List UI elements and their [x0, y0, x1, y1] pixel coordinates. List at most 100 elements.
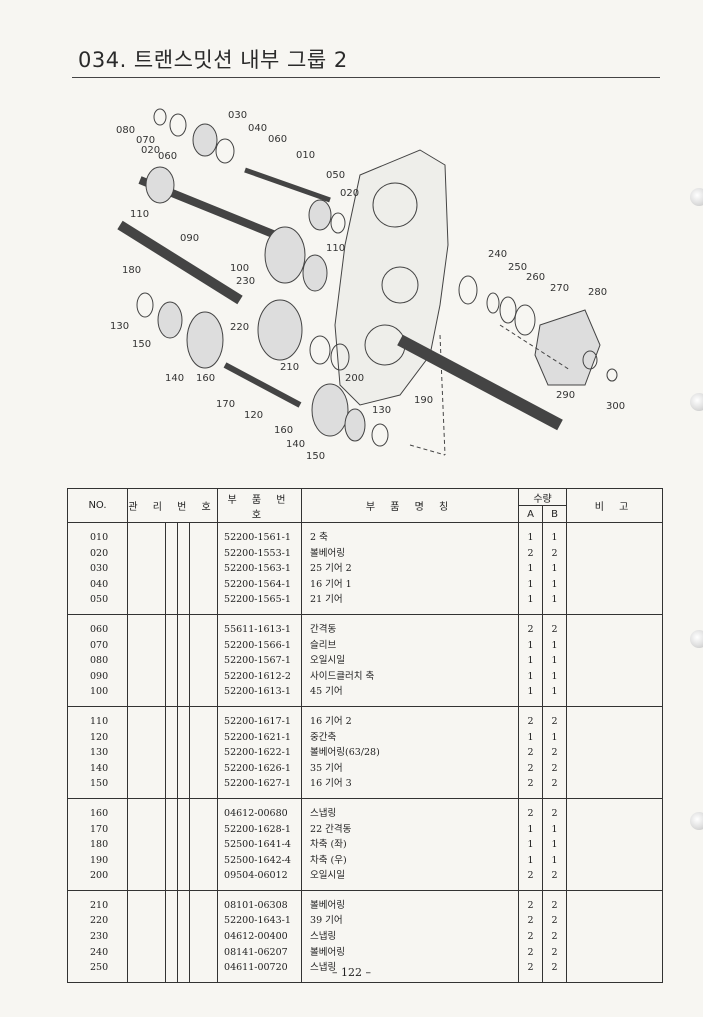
part-name: 16 기어 3	[301, 776, 520, 792]
part-name: 35 기어	[301, 760, 520, 777]
part-number-index: 100	[67, 684, 128, 700]
part-number-index: 020	[67, 545, 128, 562]
qty-b: 1	[542, 576, 568, 593]
callout: 130	[372, 405, 391, 416]
qty-b: 2	[542, 776, 568, 792]
part-name: 22 간격동	[301, 821, 520, 838]
mgmt-no-cell	[177, 668, 190, 685]
part-number-index: 050	[67, 592, 128, 608]
mgmt-no-cell	[188, 805, 219, 822]
qty-a: 2	[518, 913, 544, 930]
mgmt-no-cell	[177, 776, 190, 792]
mgmt-no-cell	[177, 545, 190, 562]
mgmt-no-cell	[188, 821, 219, 838]
header-part-name: 부 품 명 칭	[301, 488, 520, 523]
part-name: 오일시일	[301, 653, 520, 669]
punch-hole	[690, 630, 703, 648]
mgmt-no-cell	[188, 913, 219, 930]
callout: 030	[228, 110, 247, 121]
mgmt-no-cell	[177, 837, 190, 853]
part-number-index: 040	[67, 576, 128, 593]
callout: 140	[165, 373, 184, 384]
mgmt-no-cell	[165, 713, 178, 730]
mgmt-no-cell	[177, 637, 190, 654]
remarks	[566, 576, 664, 593]
gear-140b	[311, 383, 349, 437]
mgmt-no-cell	[165, 668, 178, 685]
part-name: 차축 (좌)	[301, 837, 520, 853]
part-name: 슬리브	[301, 637, 520, 654]
part-number-index: 240	[67, 944, 128, 961]
qty-a: 1	[518, 653, 544, 669]
mgmt-no-cell	[188, 960, 219, 976]
qty-a: 1	[518, 837, 544, 853]
qty-b: 2	[542, 545, 568, 562]
callout: 170	[216, 399, 235, 410]
part-name: 중간축	[301, 729, 520, 746]
remarks	[566, 530, 664, 546]
part-code: 52200-1617-1	[217, 713, 303, 730]
mgmt-no-cell	[165, 913, 178, 930]
header-part-no: 부 품 번 호	[217, 488, 303, 523]
mgmt-no-cell	[127, 745, 166, 761]
mgmt-no-cell	[127, 668, 166, 685]
qty-b: 2	[542, 621, 568, 638]
part-code: 52200-1612-2	[217, 668, 303, 685]
part-code: 52200-1643-1	[217, 913, 303, 930]
mgmt-no-cell	[127, 760, 166, 777]
exploded-parts-diagram: 080 070 020 060 030 040 060 010 050 020 …	[110, 108, 625, 462]
qty-a: 2	[518, 745, 544, 761]
mgmt-no-cell	[127, 592, 166, 608]
part-number-index: 140	[67, 760, 128, 777]
gear-220	[257, 299, 303, 361]
part-number-index: 160	[67, 805, 128, 822]
mgmt-no-cell	[188, 713, 219, 730]
part-number-index: 060	[67, 621, 128, 638]
part-code: 52200-1566-1	[217, 637, 303, 654]
qty-b: 1	[542, 852, 568, 869]
qty-b: 2	[542, 944, 568, 961]
part-name: 차축 (우)	[301, 852, 520, 869]
mgmt-no-cell	[177, 929, 190, 945]
mgmt-no-cell	[177, 760, 190, 777]
mgmt-no-cell	[165, 852, 178, 869]
mgmt-no-cell	[127, 637, 166, 654]
mgmt-no-cell	[177, 805, 190, 822]
page-number: – 122 –	[332, 966, 371, 979]
shaft-010	[244, 167, 331, 203]
callout: 010	[296, 150, 315, 161]
callout: 110	[130, 209, 149, 220]
mgmt-no-cell	[177, 653, 190, 669]
part-name: 볼베어링	[301, 944, 520, 961]
mgmt-no-cell	[177, 852, 190, 869]
qty-b: 1	[542, 530, 568, 546]
part-number-index: 170	[67, 821, 128, 838]
qty-a: 1	[518, 530, 544, 546]
callout: 150	[306, 451, 325, 462]
gear-150	[157, 301, 183, 339]
housing-bore	[381, 266, 419, 304]
mgmt-no-cell	[188, 576, 219, 593]
callout: 260	[526, 272, 545, 283]
qty-a: 2	[518, 760, 544, 777]
mgmt-no-cell	[177, 745, 190, 761]
mgmt-no-cell	[165, 805, 178, 822]
callout: 270	[550, 283, 569, 294]
part-number-index: 120	[67, 729, 128, 746]
part-name: 25 기어 2	[301, 561, 520, 577]
mgmt-no-cell	[165, 868, 178, 884]
mgmt-no-cell	[188, 545, 219, 562]
part-name: 16 기어 2	[301, 713, 520, 730]
callout: 150	[132, 339, 151, 350]
mgmt-no-cell	[127, 530, 166, 546]
mgmt-no-cell	[165, 545, 178, 562]
remarks	[566, 729, 664, 746]
mgmt-no-cell	[165, 837, 178, 853]
